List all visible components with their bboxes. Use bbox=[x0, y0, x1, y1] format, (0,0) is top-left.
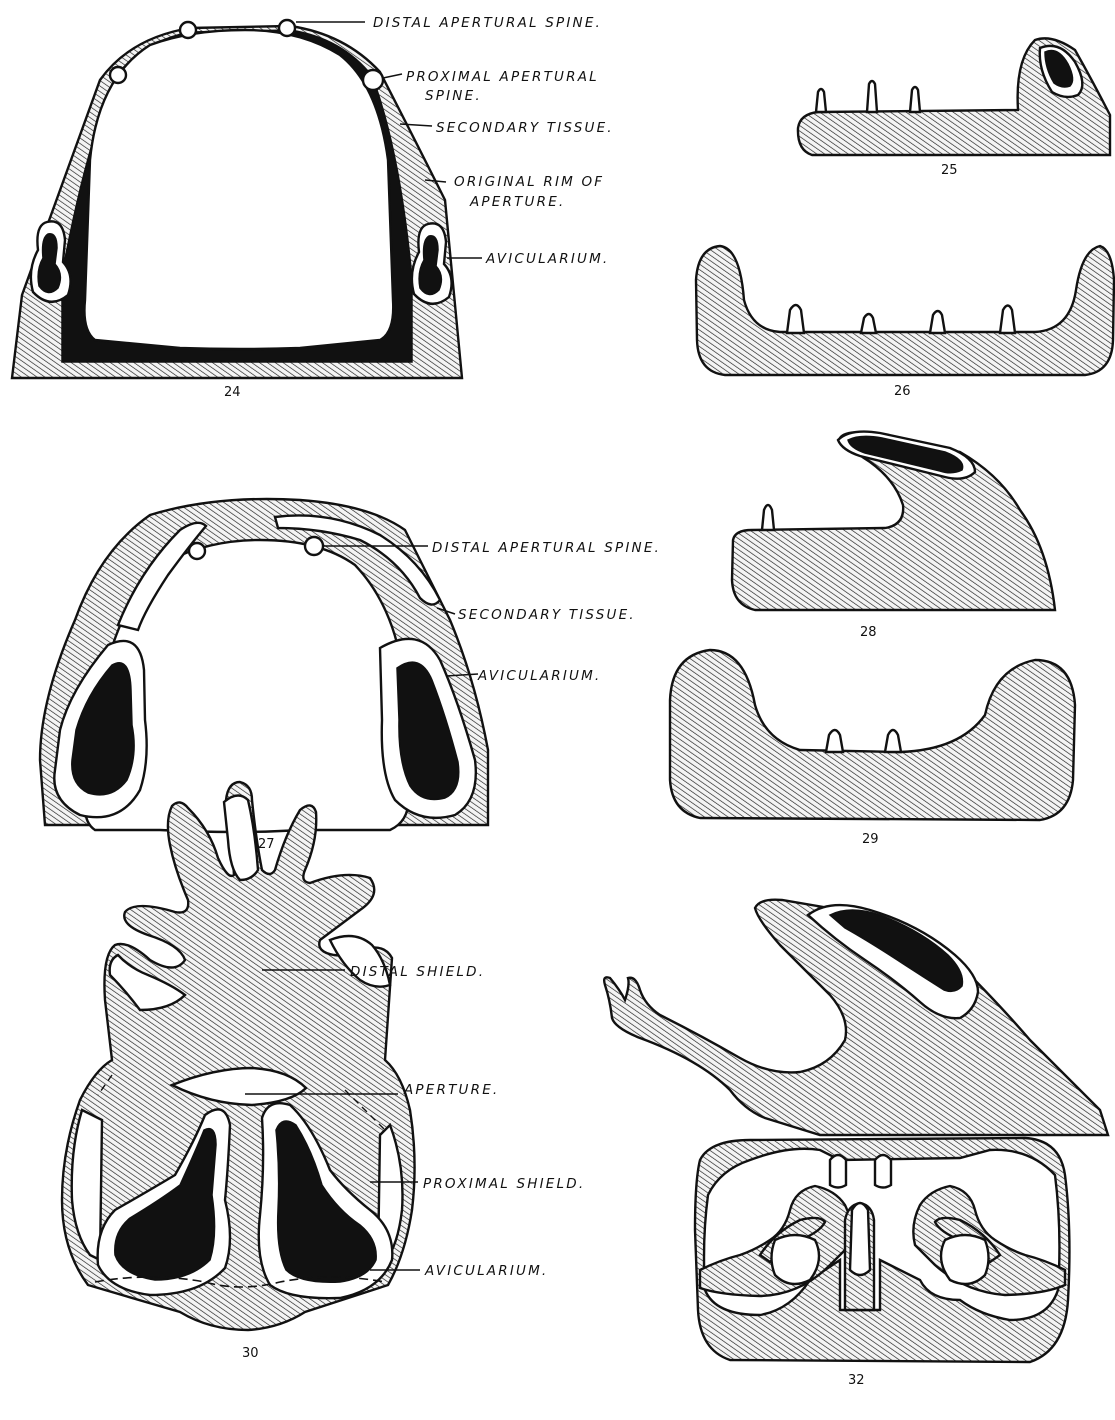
figure-number-25: 25 bbox=[941, 163, 958, 178]
label-avicularium-30: AVICULARIUM. bbox=[424, 1263, 548, 1279]
figure-number-27: 27 bbox=[258, 837, 275, 852]
label-distal-apertural-spine-27: DISTAL APERTURAL SPINE. bbox=[432, 540, 661, 556]
figure-24: DISTAL APERTURAL SPINE. PROXIMAL APERTUR… bbox=[12, 15, 614, 400]
label-avicularium-27: AVICULARIUM. bbox=[477, 668, 601, 684]
figure-26: 26 bbox=[696, 246, 1114, 399]
label-distal-shield-30: DISTAL SHIELD. bbox=[350, 964, 485, 980]
label-secondary-tissue-27: SECONDARY TISSUE. bbox=[458, 607, 636, 623]
figure-number-28: 28 bbox=[860, 625, 877, 640]
label-proximal-apertural-24b: SPINE. bbox=[425, 88, 482, 104]
label-original-rim-24a: ORIGINAL RIM OF bbox=[454, 174, 604, 190]
figure-31: 31 bbox=[604, 900, 1108, 1158]
label-avicularium-24: AVICULARIUM. bbox=[485, 251, 609, 267]
figure-25: 25 bbox=[798, 38, 1110, 178]
figure-number-32: 32 bbox=[848, 1373, 865, 1388]
figure-number-30: 30 bbox=[242, 1346, 259, 1361]
label-proximal-apertural-24a: PROXIMAL APERTURAL bbox=[406, 69, 599, 85]
figure-number-26: 26 bbox=[894, 384, 911, 399]
figure-27: DISTAL APERTURAL SPINE. SECONDARY TISSUE… bbox=[40, 499, 661, 852]
figure-29: 29 bbox=[670, 650, 1075, 847]
label-aperture-30: APERTURE. bbox=[403, 1082, 499, 1098]
label-secondary-tissue-24: SECONDARY TISSUE. bbox=[436, 120, 614, 136]
figure-28: 28 bbox=[732, 432, 1055, 640]
label-proximal-shield-30: PROXIMAL SHIELD. bbox=[423, 1176, 585, 1192]
figure-number-29: 29 bbox=[862, 832, 879, 847]
figure-30: DISTAL SHIELD. APERTURE. PROXIMAL SHIELD… bbox=[62, 782, 585, 1361]
figure-32: 32 bbox=[695, 1138, 1069, 1388]
label-distal-apertural-spine-24: DISTAL APERTURAL SPINE. bbox=[373, 15, 602, 31]
label-original-rim-24b: APERTURE. bbox=[469, 194, 565, 210]
figure-number-24: 24 bbox=[224, 385, 241, 400]
